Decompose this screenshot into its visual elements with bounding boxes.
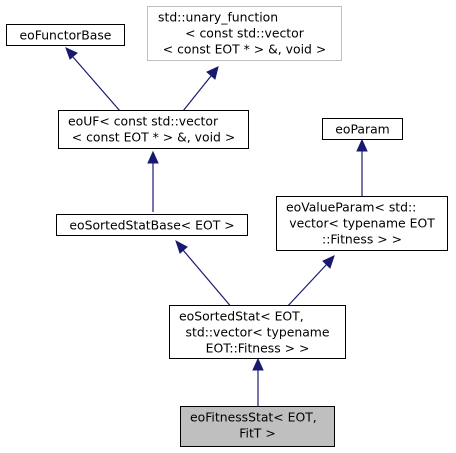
node-label: eoFunctorBase bbox=[20, 28, 112, 43]
node-eo-fitness-stat[interactable]: eoFitnessStat< EOT, FitT > bbox=[180, 406, 335, 447]
arrowhead-param bbox=[356, 138, 368, 152]
node-label: EOT::Fitness > > bbox=[206, 341, 310, 356]
edge-uf-to-functor-base bbox=[72, 56, 121, 112]
arrowhead-sorted-stat-base bbox=[175, 239, 188, 254]
node-label: < const std::vector bbox=[185, 26, 305, 41]
edge-uf-to-unary-function bbox=[182, 75, 212, 112]
node-eo-param[interactable]: eoParam bbox=[322, 118, 403, 140]
edges bbox=[65, 47, 368, 406]
node-eo-uf[interactable]: eoUF< const std::vector < const EOT * > … bbox=[58, 110, 249, 149]
node-label: eoFitnessStat< EOT, bbox=[190, 410, 317, 425]
node-label: vector< typename EOT bbox=[289, 216, 435, 231]
node-label: eoUF< const std::vector bbox=[68, 114, 219, 129]
node-label: < const EOT * > &, void > bbox=[163, 42, 326, 57]
arrowhead-value-param bbox=[322, 255, 335, 269]
arrowhead-sorted-stat bbox=[252, 357, 264, 371]
node-eo-sorted-stat-base[interactable]: eoSortedStatBase< EOT > bbox=[56, 214, 248, 236]
node-label: FitT > bbox=[239, 426, 275, 441]
node-label: eoSortedStat< EOT, bbox=[179, 309, 304, 324]
node-label: std::unary_function bbox=[158, 10, 278, 25]
node-label: eoSortedStatBase< EOT > bbox=[69, 218, 234, 233]
node-eo-sorted-stat[interactable]: eoSortedStat< EOT, std::vector< typename… bbox=[169, 305, 346, 359]
edge-sorted-stat-to-sorted-stat-base bbox=[182, 249, 234, 310]
arrowhead-functor-base bbox=[65, 47, 78, 60]
arrowhead-uf bbox=[147, 150, 159, 164]
node-label: eoParam bbox=[335, 122, 389, 137]
node-label: eoValueParam< std:: bbox=[286, 200, 416, 215]
arrowhead-unary-function bbox=[206, 66, 219, 80]
node-label: < const EOT * > &, void > bbox=[72, 130, 235, 145]
edge-sorted-stat-to-value-param bbox=[284, 263, 328, 310]
node-label: ::Fitness > > bbox=[322, 232, 402, 247]
node-eo-functor-base[interactable]: eoFunctorBase bbox=[6, 24, 125, 46]
node-eo-value-param[interactable]: eoValueParam< std:: vector< typename EOT… bbox=[276, 196, 448, 251]
node-std-unary-function[interactable]: std::unary_function < const std::vector … bbox=[147, 6, 342, 61]
node-label: std::vector< typename bbox=[186, 325, 330, 340]
